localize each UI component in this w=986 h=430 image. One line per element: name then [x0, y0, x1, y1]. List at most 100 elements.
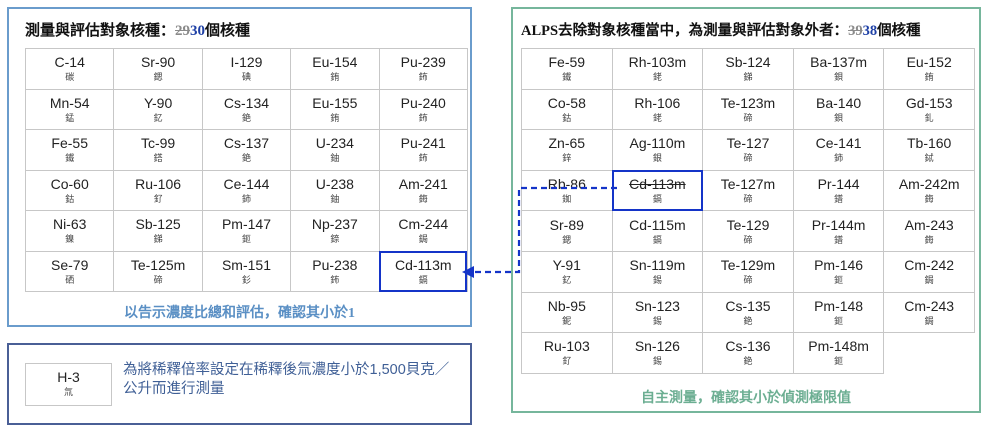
nuclide-kanji: 鉕	[834, 275, 844, 286]
nuclide-symbol: Pr-144	[817, 176, 860, 193]
tritium-description: 為將稀釋倍率設定在稀釋後氚濃度小於1,500貝克／公升而進行測量	[123, 362, 450, 397]
nuclide-kanji: 鋱	[924, 153, 934, 164]
nuclide-symbol: Zn-65	[548, 135, 586, 152]
nuclide-symbol: Ba-137m	[810, 54, 867, 71]
nuclide-kanji: 鈽	[418, 112, 428, 123]
nuclide-kanji: 銠	[652, 112, 662, 123]
nuclide-symbol: Se-79	[51, 256, 89, 273]
nuclide-kanji: 鈽	[330, 274, 340, 285]
measured-nuclides-note: 以告示濃度比總和評估，確認其小於1	[124, 306, 355, 321]
nuclide-symbol: Rh-103m	[628, 54, 687, 71]
nuclide-kanji: 鋂	[924, 234, 934, 245]
nuclide-kanji: 氚	[63, 387, 73, 397]
nuclide-kanji: 鋅	[562, 153, 572, 164]
nuclide-symbol: Ce-141	[815, 135, 862, 152]
nuclide-symbol: Pm-148m	[808, 338, 869, 355]
nuclide-symbol: Rb-86	[547, 176, 586, 193]
nuclide-kanji: 鎘	[652, 234, 662, 245]
nuclide-kanji: 釔	[562, 275, 572, 286]
nuclide-symbol: Te-127	[726, 135, 770, 152]
nuclide-kanji: 鍶	[153, 72, 163, 83]
nuclide-symbol: Np-237	[311, 216, 358, 233]
nuclide-symbol: Te-127m	[720, 176, 776, 193]
nuclide-symbol: Ni-63	[52, 216, 87, 233]
nuclide-kanji: 鋂	[924, 194, 934, 205]
nuclide-symbol: U-234	[315, 135, 354, 152]
nuclide-kanji: 鈰	[241, 193, 251, 204]
nuclide-kanji: 鎳	[65, 234, 75, 245]
nuclide-kanji: 鈮	[562, 315, 572, 326]
title-suffix: 個核種	[205, 23, 251, 39]
nuclide-symbol: Te-125m	[130, 256, 186, 273]
nuclide-symbol: Pu-241	[400, 135, 446, 152]
nuclide-kanji: 鉕	[834, 315, 844, 326]
nuclide-kanji: 銫	[241, 153, 251, 164]
nuclide-kanji: 銫	[241, 112, 251, 123]
nuclide-symbol: U-238	[315, 175, 354, 192]
nuclide-kanji: 鈽	[418, 153, 428, 164]
old-count: 39	[848, 23, 863, 39]
nuclide-kanji: 銻	[743, 72, 753, 83]
nuclide-kanji: 鋇	[834, 112, 844, 123]
old-count: 29	[175, 23, 191, 39]
nuclide-symbol: Ru-103	[543, 338, 590, 355]
nuclide-kanji: 碲	[743, 153, 753, 164]
nuclide-kanji: 碲	[743, 112, 753, 123]
title-prefix: ALPS去除對象核種當中，為測量與評估對象外者：	[521, 23, 849, 39]
nuclide-symbol: Cs-135	[725, 297, 771, 314]
nuclide-symbol: C-14	[54, 54, 85, 71]
nuclide-symbol: Pu-240	[400, 94, 446, 111]
nuclide-kanji: 鈰	[834, 153, 844, 164]
nuclide-symbol: Sr-89	[549, 216, 584, 233]
nuclide-symbol: Sb-124	[725, 54, 771, 71]
nuclide-kanji: 鈷	[562, 112, 572, 123]
nuclide-kanji: 鍶	[562, 234, 572, 245]
nuclide-kanji: 碲	[743, 234, 753, 245]
nuclide-symbol: Cd-115m	[629, 216, 686, 233]
nuclide-kanji: 碳	[65, 72, 75, 83]
nuclide-kanji: 銫	[743, 356, 753, 367]
nuclide-symbol: Pr-144m	[811, 216, 866, 233]
title-suffix: 個核種	[877, 23, 921, 39]
nuclide-kanji: 釤	[241, 274, 251, 285]
nuclide-kanji: 鋇	[834, 72, 844, 83]
nuclide-symbol: Sr-90	[140, 54, 176, 71]
nuclide-symbol: Fe-59	[548, 54, 586, 71]
nuclide-kanji: 錫	[652, 275, 662, 286]
nuclide-kanji: 銪	[330, 112, 340, 123]
nuclide-symbol: Cs-137	[223, 135, 270, 152]
